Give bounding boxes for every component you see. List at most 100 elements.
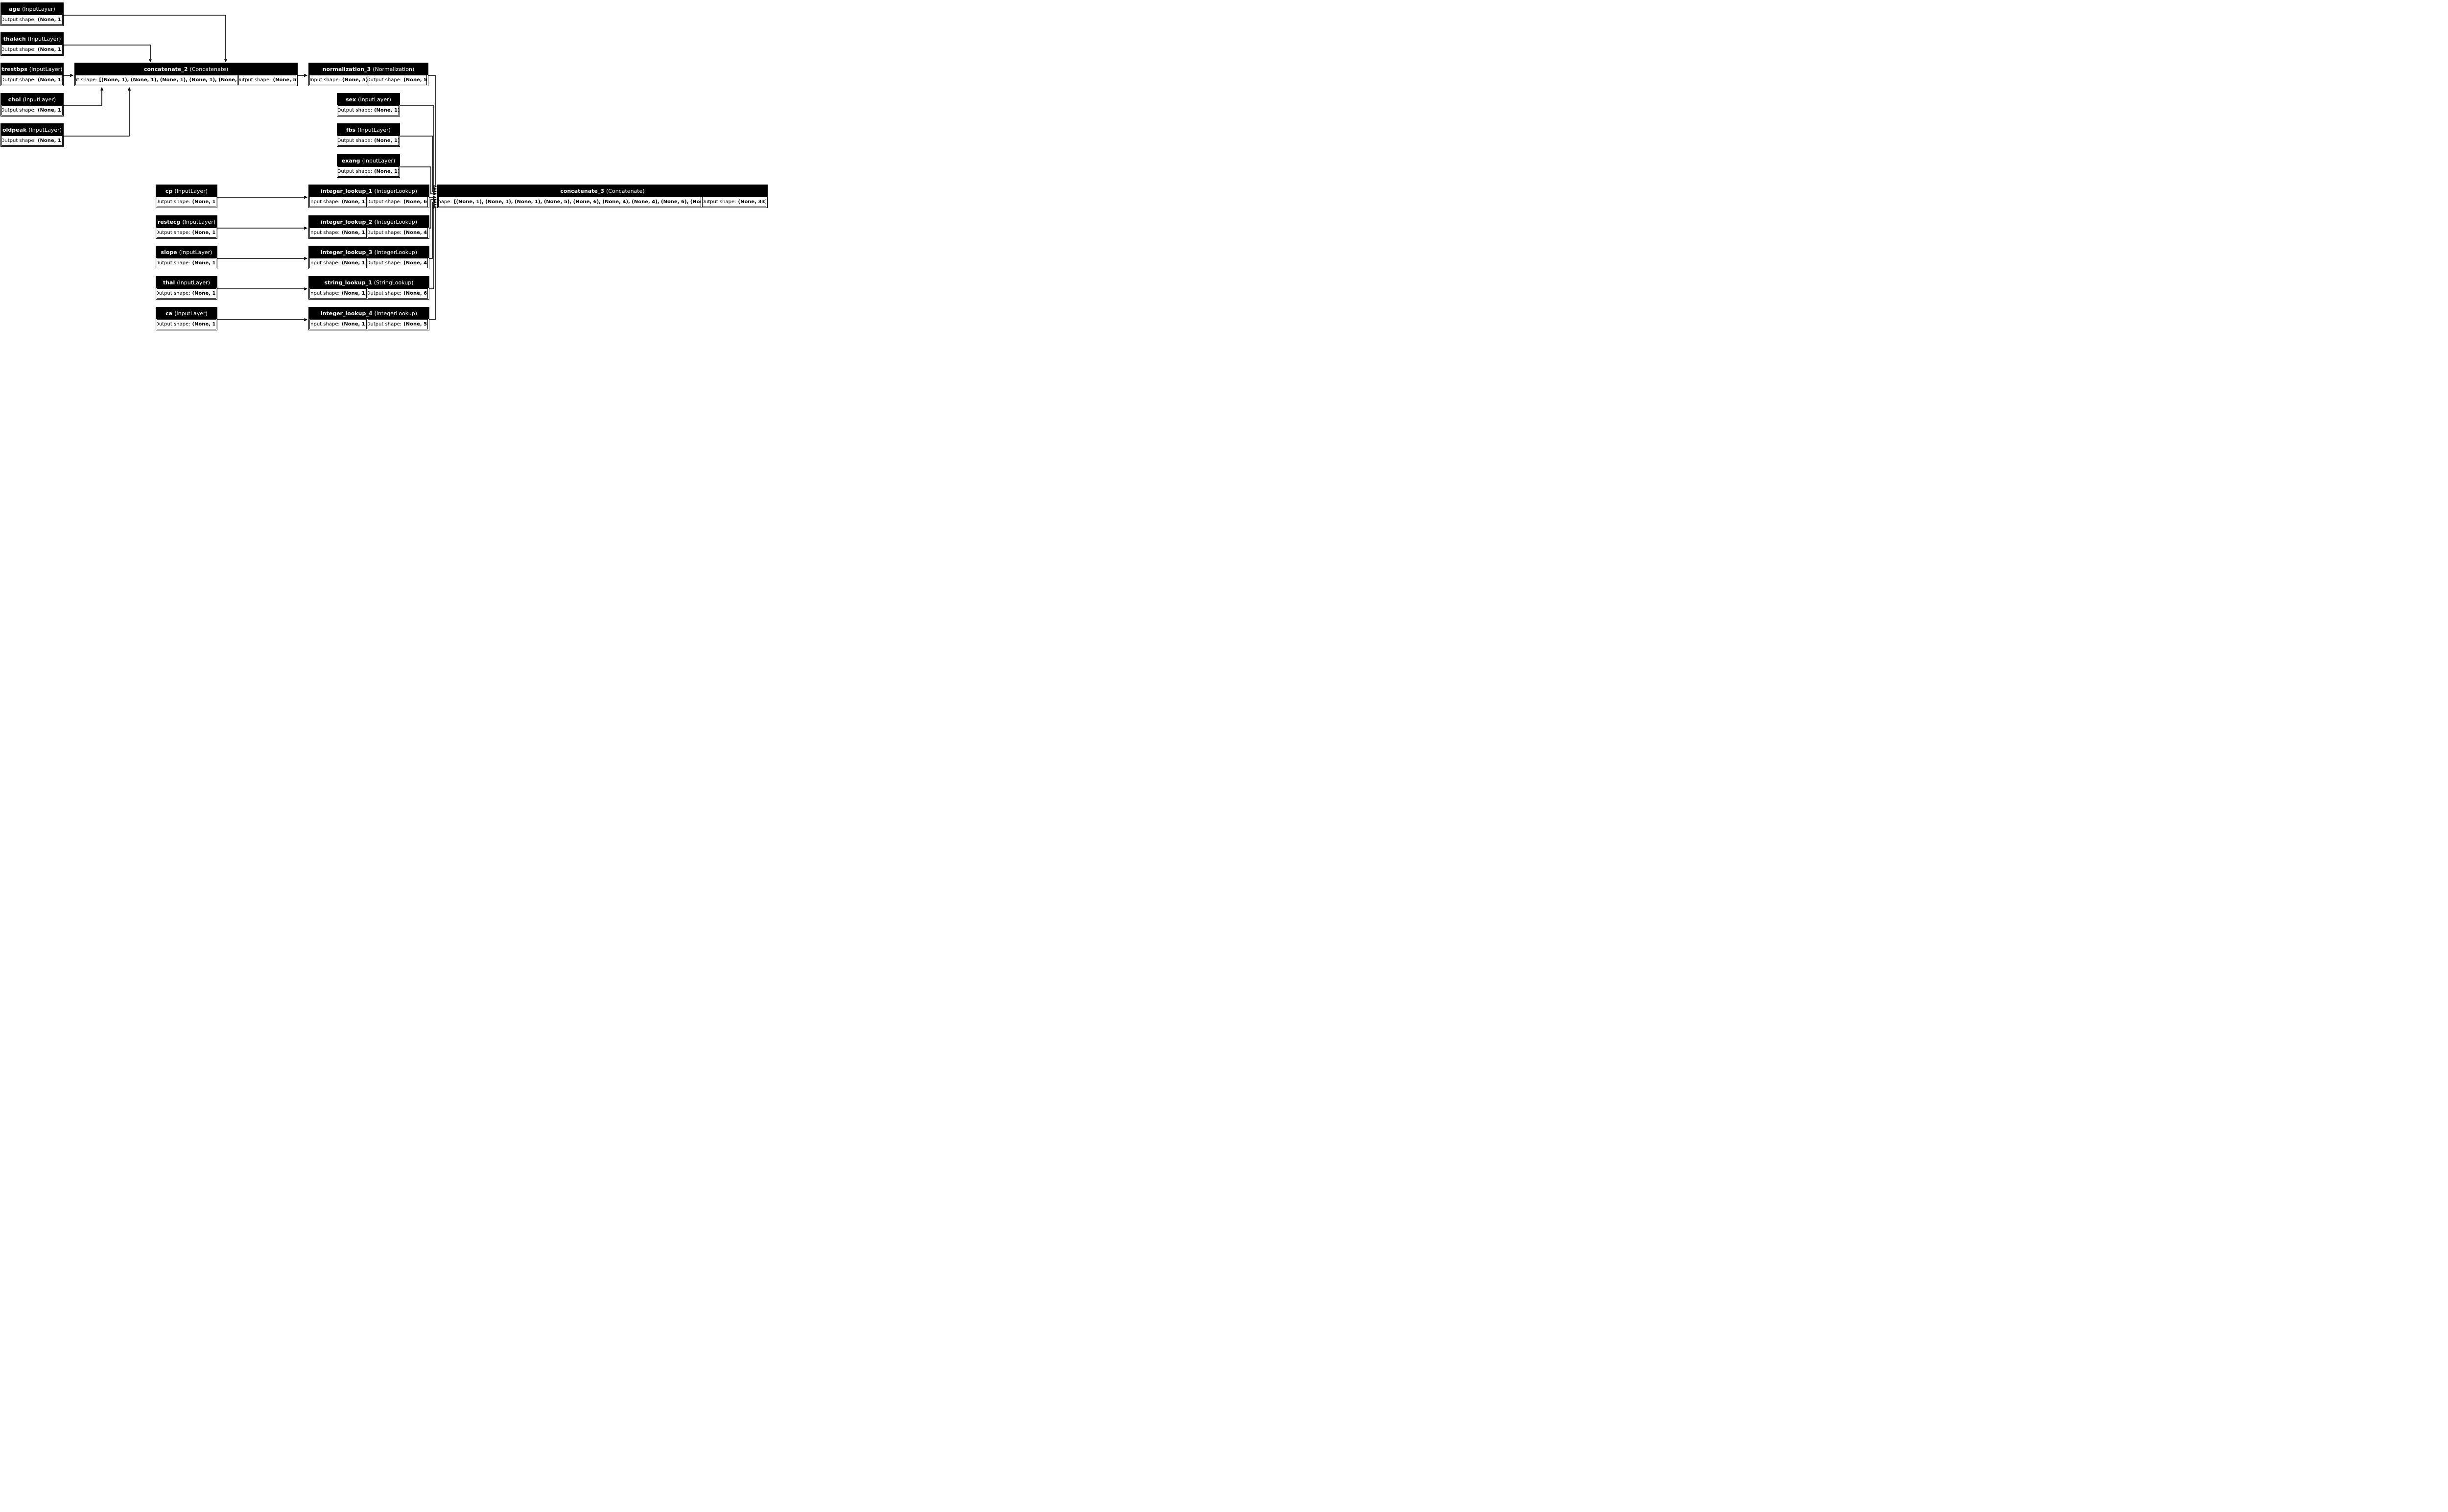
layer-name: restecg <box>157 218 181 225</box>
layer-name: integer_lookup_4 <box>320 310 373 317</box>
layer-type: (InputLayer) <box>362 157 396 164</box>
layer-name: age <box>9 5 20 12</box>
shape-label: Output shape: <box>367 230 402 235</box>
layer-type: (IntegerLookup) <box>374 218 418 225</box>
node-ca: ca(InputLayer)Output shape:(None, 1) <box>156 307 217 330</box>
node-exang: exang(InputLayer) Output shape:(None, 1) <box>337 154 400 178</box>
node-body: Input shape:(None, 1)Output shape:(None,… <box>309 197 428 207</box>
output-shape-cell: Output shape:(None, 1) <box>1 15 63 25</box>
node-sex: sex(InputLayer)Output shape:(None, 1) <box>337 93 400 116</box>
node-body: Output shape:(None, 1) <box>1 45 63 55</box>
shape-label: Input shape: <box>309 230 340 235</box>
shape-value: (None, 1) <box>192 199 216 205</box>
layer-name: slope <box>161 249 177 256</box>
layer-name: normalization_3 <box>322 66 371 72</box>
shape-label: Output shape: <box>338 168 372 174</box>
shape-label: Output shape: <box>367 260 402 266</box>
shape-label: Output shape: <box>157 290 190 296</box>
shape-label: Output shape: <box>367 321 402 327</box>
output-shape-cell: Output shape:(None, 1) <box>157 197 216 207</box>
node-body: Input shape:[(None, 1), (None, 1), (None… <box>75 75 297 85</box>
node-body: Input shape:(None, 1)Output shape:(None,… <box>309 228 428 238</box>
node-header: integer_lookup_2(IntegerLookup) <box>309 216 429 228</box>
node-integer_lookup_3: integer_lookup_3(IntegerLookup) Input sha… <box>308 246 429 269</box>
node-fbs: fbs(InputLayer)Output shape:(None, 1) <box>337 123 400 147</box>
shape-value: (None, 6) <box>403 199 428 205</box>
output-shape-cell: Output shape:(None, 4) <box>367 258 428 268</box>
shape-value: (None, 1) <box>192 230 216 235</box>
node-integer_lookup_4: integer_lookup_4(IntegerLookup)Input sha… <box>308 307 429 330</box>
shape-value: (None, 33) <box>738 199 767 205</box>
shape-label: Input shape: <box>309 260 340 266</box>
output-shape-cell: Output shape:(None, 1) <box>1 105 63 116</box>
node-body: Input shape:(None, 5)Output shape:(None,… <box>309 75 427 85</box>
node-integer_lookup_2: integer_lookup_2(IntegerLookup)Input sha… <box>308 215 429 239</box>
output-shape-cell: Output shape:(None, 1) <box>157 319 216 329</box>
output-shape-cell: Output shape:(None, 1) <box>338 105 399 116</box>
edge-layer <box>64 15 768 333</box>
node-header: chol(InputLayer) <box>1 93 63 105</box>
output-shape-cell: Output shape:(None, 1) <box>157 258 216 268</box>
shape-label: Output shape: <box>1 77 36 83</box>
layer-name: integer_lookup_2 <box>320 218 373 225</box>
layer-name: thal <box>163 279 175 286</box>
output-shape-cell: Output shape:(None, 33) <box>702 197 767 207</box>
shape-value: (None, 5) <box>273 77 297 83</box>
shape-value: (None, 5) <box>403 321 428 327</box>
shape-label: Output shape: <box>1 17 36 23</box>
layer-type: (InputLayer) <box>177 279 211 286</box>
node-body: Output shape:(None, 1) <box>157 319 216 329</box>
output-shape-cell: Output shape:(None, 1) <box>1 75 63 85</box>
node-age: age(InputLayer) Output shape:(None, 1) <box>0 2 64 26</box>
node-integer_lookup_1: integer_lookup_1(IntegerLookup)Input sha… <box>308 185 429 208</box>
shape-label: Output shape: <box>1 47 36 52</box>
layer-name: concatenate_2 <box>143 66 188 72</box>
layer-type: (InputLayer) <box>23 96 56 103</box>
node-header: integer_lookup_4(IntegerLookup) <box>309 307 429 319</box>
node-header: thal(InputLayer) <box>156 277 217 288</box>
node-body: Input shape:(None, 1)Output shape:(None,… <box>309 258 428 268</box>
output-shape-cell: Output shape:(None, 5) <box>369 75 427 85</box>
shape-value: (None, 4) <box>403 260 428 266</box>
shape-label: Output shape: <box>157 199 190 205</box>
layer-type: (InputLayer) <box>22 5 55 12</box>
node-thal: thal(InputLayer)Output shape:(None, 1) <box>156 276 217 300</box>
shape-value: (None, 1) <box>37 77 63 83</box>
node-restecg: restecg(InputLayer)Output shape:(None, 1… <box>156 215 217 239</box>
node-cp: cp(InputLayer)Output shape:(None, 1) <box>156 185 217 208</box>
node-header: concatenate_2(Concatenate) <box>75 63 297 75</box>
shape-value: (None, 1) <box>374 168 399 174</box>
layer-type: (IntegerLookup) <box>374 249 418 256</box>
edge-integer_lookup_3-to-concatenate_3 <box>429 202 436 259</box>
node-body: Output shape:(None, 1) <box>338 105 399 116</box>
layer-type: (InputLayer) <box>358 96 391 103</box>
layer-type: (Concatenate) <box>606 187 645 194</box>
layer-type: (InputLayer) <box>29 66 63 72</box>
node-body: Output shape:(None, 1) <box>1 105 63 116</box>
layer-name: exang <box>341 157 360 164</box>
output-shape-cell: Output shape:(None, 1) <box>1 45 63 55</box>
layer-type: (InputLayer) <box>27 35 61 42</box>
node-header: integer_lookup_1(IntegerLookup) <box>309 185 429 197</box>
layer-name: cp <box>165 187 173 194</box>
node-body: Output shape:(None, 1) <box>157 228 216 238</box>
layer-name: oldpeak <box>2 126 27 133</box>
shape-label: Input shape: <box>438 199 452 205</box>
shape-label: Input shape: <box>309 77 340 83</box>
node-string_lookup_1: string_lookup_1(StringLookup)Input shape… <box>308 276 429 300</box>
layer-name: trestbps <box>1 66 27 72</box>
node-body: Output shape:(None, 1) <box>157 197 216 207</box>
node-body: Input shape:[(None, 1), (None, 1), (None… <box>438 197 767 207</box>
node-body: Output shape:(None, 1) <box>1 15 63 25</box>
shape-label: Input shape: <box>309 290 340 296</box>
layer-name: ca <box>165 310 173 317</box>
shape-value: (None, 1) <box>341 290 367 296</box>
layer-name: string_lookup_1 <box>324 279 372 286</box>
layer-name: thalach <box>3 35 26 42</box>
node-header: ca(InputLayer) <box>156 307 217 319</box>
shape-label: Output shape: <box>1 138 36 143</box>
layer-name: integer_lookup_3 <box>320 249 373 256</box>
output-shape-cell: Output shape:(None, 1) <box>157 228 216 238</box>
node-header: cp(InputLayer) <box>156 185 217 197</box>
edge-thalach-to-concatenate_2 <box>64 45 150 61</box>
